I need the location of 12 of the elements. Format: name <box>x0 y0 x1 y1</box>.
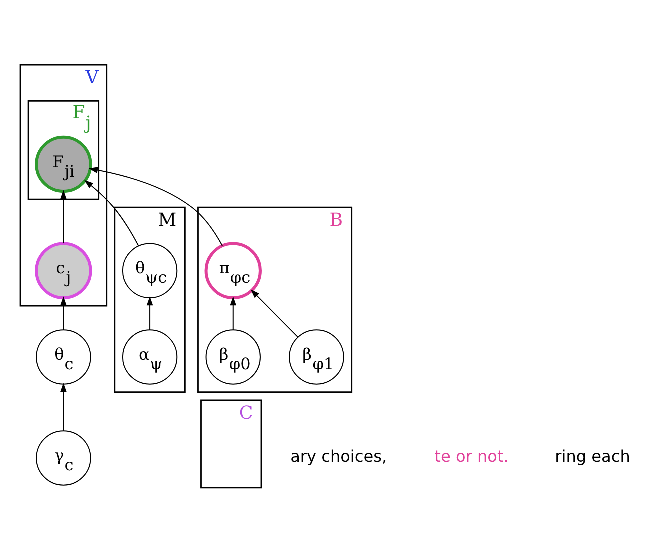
arrow <box>146 296 154 330</box>
label: ring each <box>555 446 630 466</box>
arrow <box>60 190 67 244</box>
label: ary choices, <box>290 446 388 466</box>
label: te or not. <box>434 446 509 466</box>
arrow <box>88 166 223 246</box>
arrow <box>84 180 140 246</box>
arrow <box>250 289 298 337</box>
arrow <box>60 382 67 430</box>
arrow <box>60 296 67 330</box>
arrow <box>230 296 237 330</box>
node-box: C <box>200 399 262 488</box>
